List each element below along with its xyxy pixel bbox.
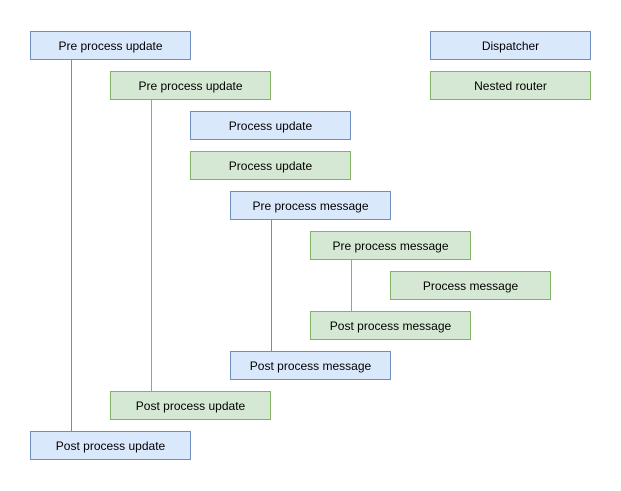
node-label: Post process update <box>135 398 246 413</box>
node-router-process-message: Process message <box>390 271 551 300</box>
connector-dispatcher-message <box>271 220 272 351</box>
node-dispatcher-process-update: Process update <box>190 111 351 140</box>
connector-router-message <box>351 260 352 311</box>
node-router-post-process-message: Post process message <box>310 311 471 340</box>
legend-label: Dispatcher <box>481 38 540 53</box>
node-label: Pre process update <box>138 78 243 93</box>
node-label: Post process update <box>55 438 166 453</box>
node-router-post-process-update: Post process update <box>110 391 271 420</box>
node-dispatcher-post-process-message: Post process message <box>230 351 391 380</box>
node-dispatcher-pre-process-message: Pre process message <box>230 191 391 220</box>
node-label: Pre process message <box>332 238 449 253</box>
legend-dispatcher: Dispatcher <box>430 31 591 60</box>
connector-router-update <box>151 100 152 391</box>
legend-nested-router: Nested router <box>430 71 591 100</box>
node-router-pre-process-update: Pre process update <box>110 71 271 100</box>
node-label: Post process message <box>249 358 372 373</box>
node-label: Pre process message <box>252 198 369 213</box>
node-dispatcher-post-process-update: Post process update <box>30 431 191 460</box>
connector-dispatcher-update <box>71 60 72 431</box>
node-dispatcher-pre-process-update: Pre process update <box>30 31 191 60</box>
legend-label: Nested router <box>474 78 547 93</box>
node-label: Process update <box>228 158 313 173</box>
node-label: Post process message <box>329 318 452 333</box>
node-label: Process message <box>422 278 519 293</box>
node-label: Process update <box>228 118 313 133</box>
node-label: Pre process update <box>58 38 163 53</box>
node-router-process-update: Process update <box>190 151 351 180</box>
node-router-pre-process-message: Pre process message <box>310 231 471 260</box>
